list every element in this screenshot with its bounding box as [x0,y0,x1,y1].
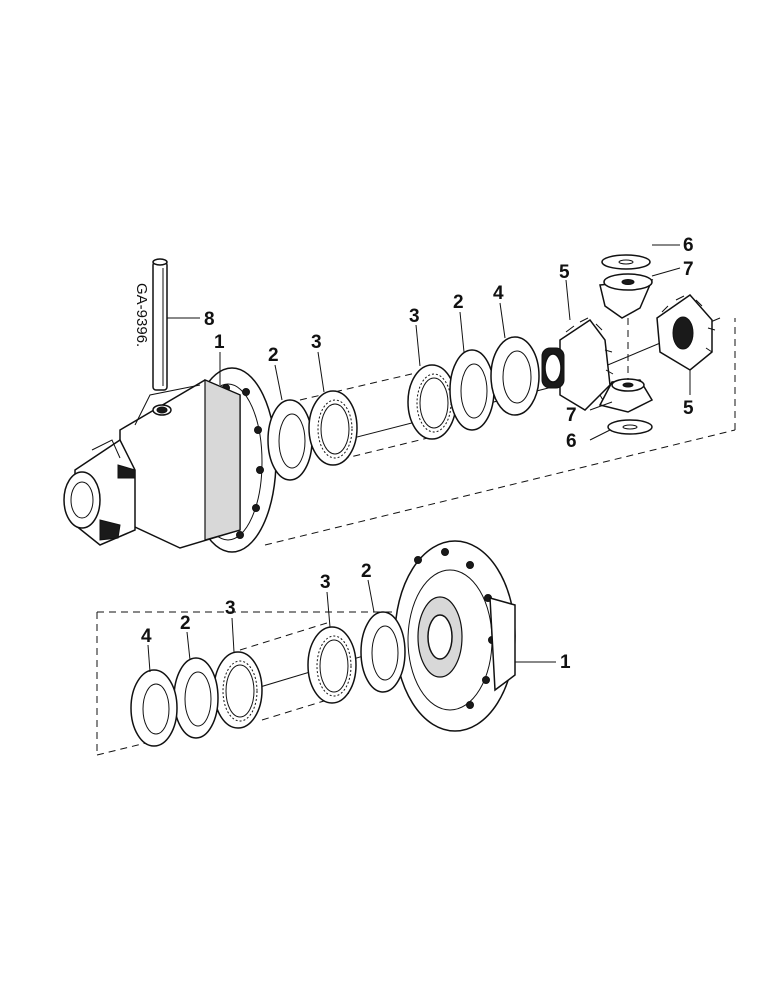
lower-plate-b-part [360,611,406,693]
callout-upper-plate-b: 2 [453,292,464,313]
lower-disc-b-part [307,626,357,704]
callout-lower-plate-b: 2 [361,561,372,582]
upper-plate-a-part [267,399,313,481]
callout-upper-washer: 4 [493,283,504,304]
pinion-top-part [599,273,654,319]
side-gear-left-part [541,317,614,411]
lower-disc-a-part [213,651,263,729]
upper-disc-a-part [308,390,358,466]
upper-washer-part [490,336,540,416]
thrust-washer-bottom-part [607,419,653,435]
pin-part [152,258,168,391]
reference-code: GA-9396. [133,283,150,347]
thrust-washer-top-part [601,254,651,270]
pinion-bottom-part [598,378,654,413]
callout-lower-disc-b: 3 [320,572,331,593]
callout-upper-housing: 1 [214,332,225,353]
upper-plate-b-part [449,349,495,431]
upper-disc-b-part [407,364,457,440]
callout-thrust-washer-bottom: 6 [566,431,577,452]
callout-lower-plate-a: 2 [180,613,191,634]
callout-upper-disc-a: 3 [311,332,322,353]
callout-lower-washer: 4 [141,626,152,647]
lower-housing-part [394,540,516,732]
callouts: 8 1 2 3 3 2 4 5 6 7 5 7 6 4 2 3 3 2 1 [141,235,694,673]
callout-lower-housing: 1 [560,652,571,673]
callout-pin: 8 [204,309,215,330]
side-gear-right-part [656,294,716,371]
callout-thrust-washer-top: 6 [683,235,694,256]
callout-pinion-bottom: 7 [566,405,577,426]
lower-washer-part [130,669,178,747]
callout-upper-disc-b: 3 [409,306,420,327]
lower-plate-a-part [173,657,219,739]
callout-side-gear-right: 5 [683,398,694,419]
callout-lower-disc-a: 3 [225,598,236,619]
upper-housing-part [63,367,277,553]
leader-lines [147,244,691,673]
callout-pinion-top: 7 [683,259,694,280]
callout-side-gear-left: 5 [559,262,570,283]
callout-upper-plate-a: 2 [268,345,279,366]
